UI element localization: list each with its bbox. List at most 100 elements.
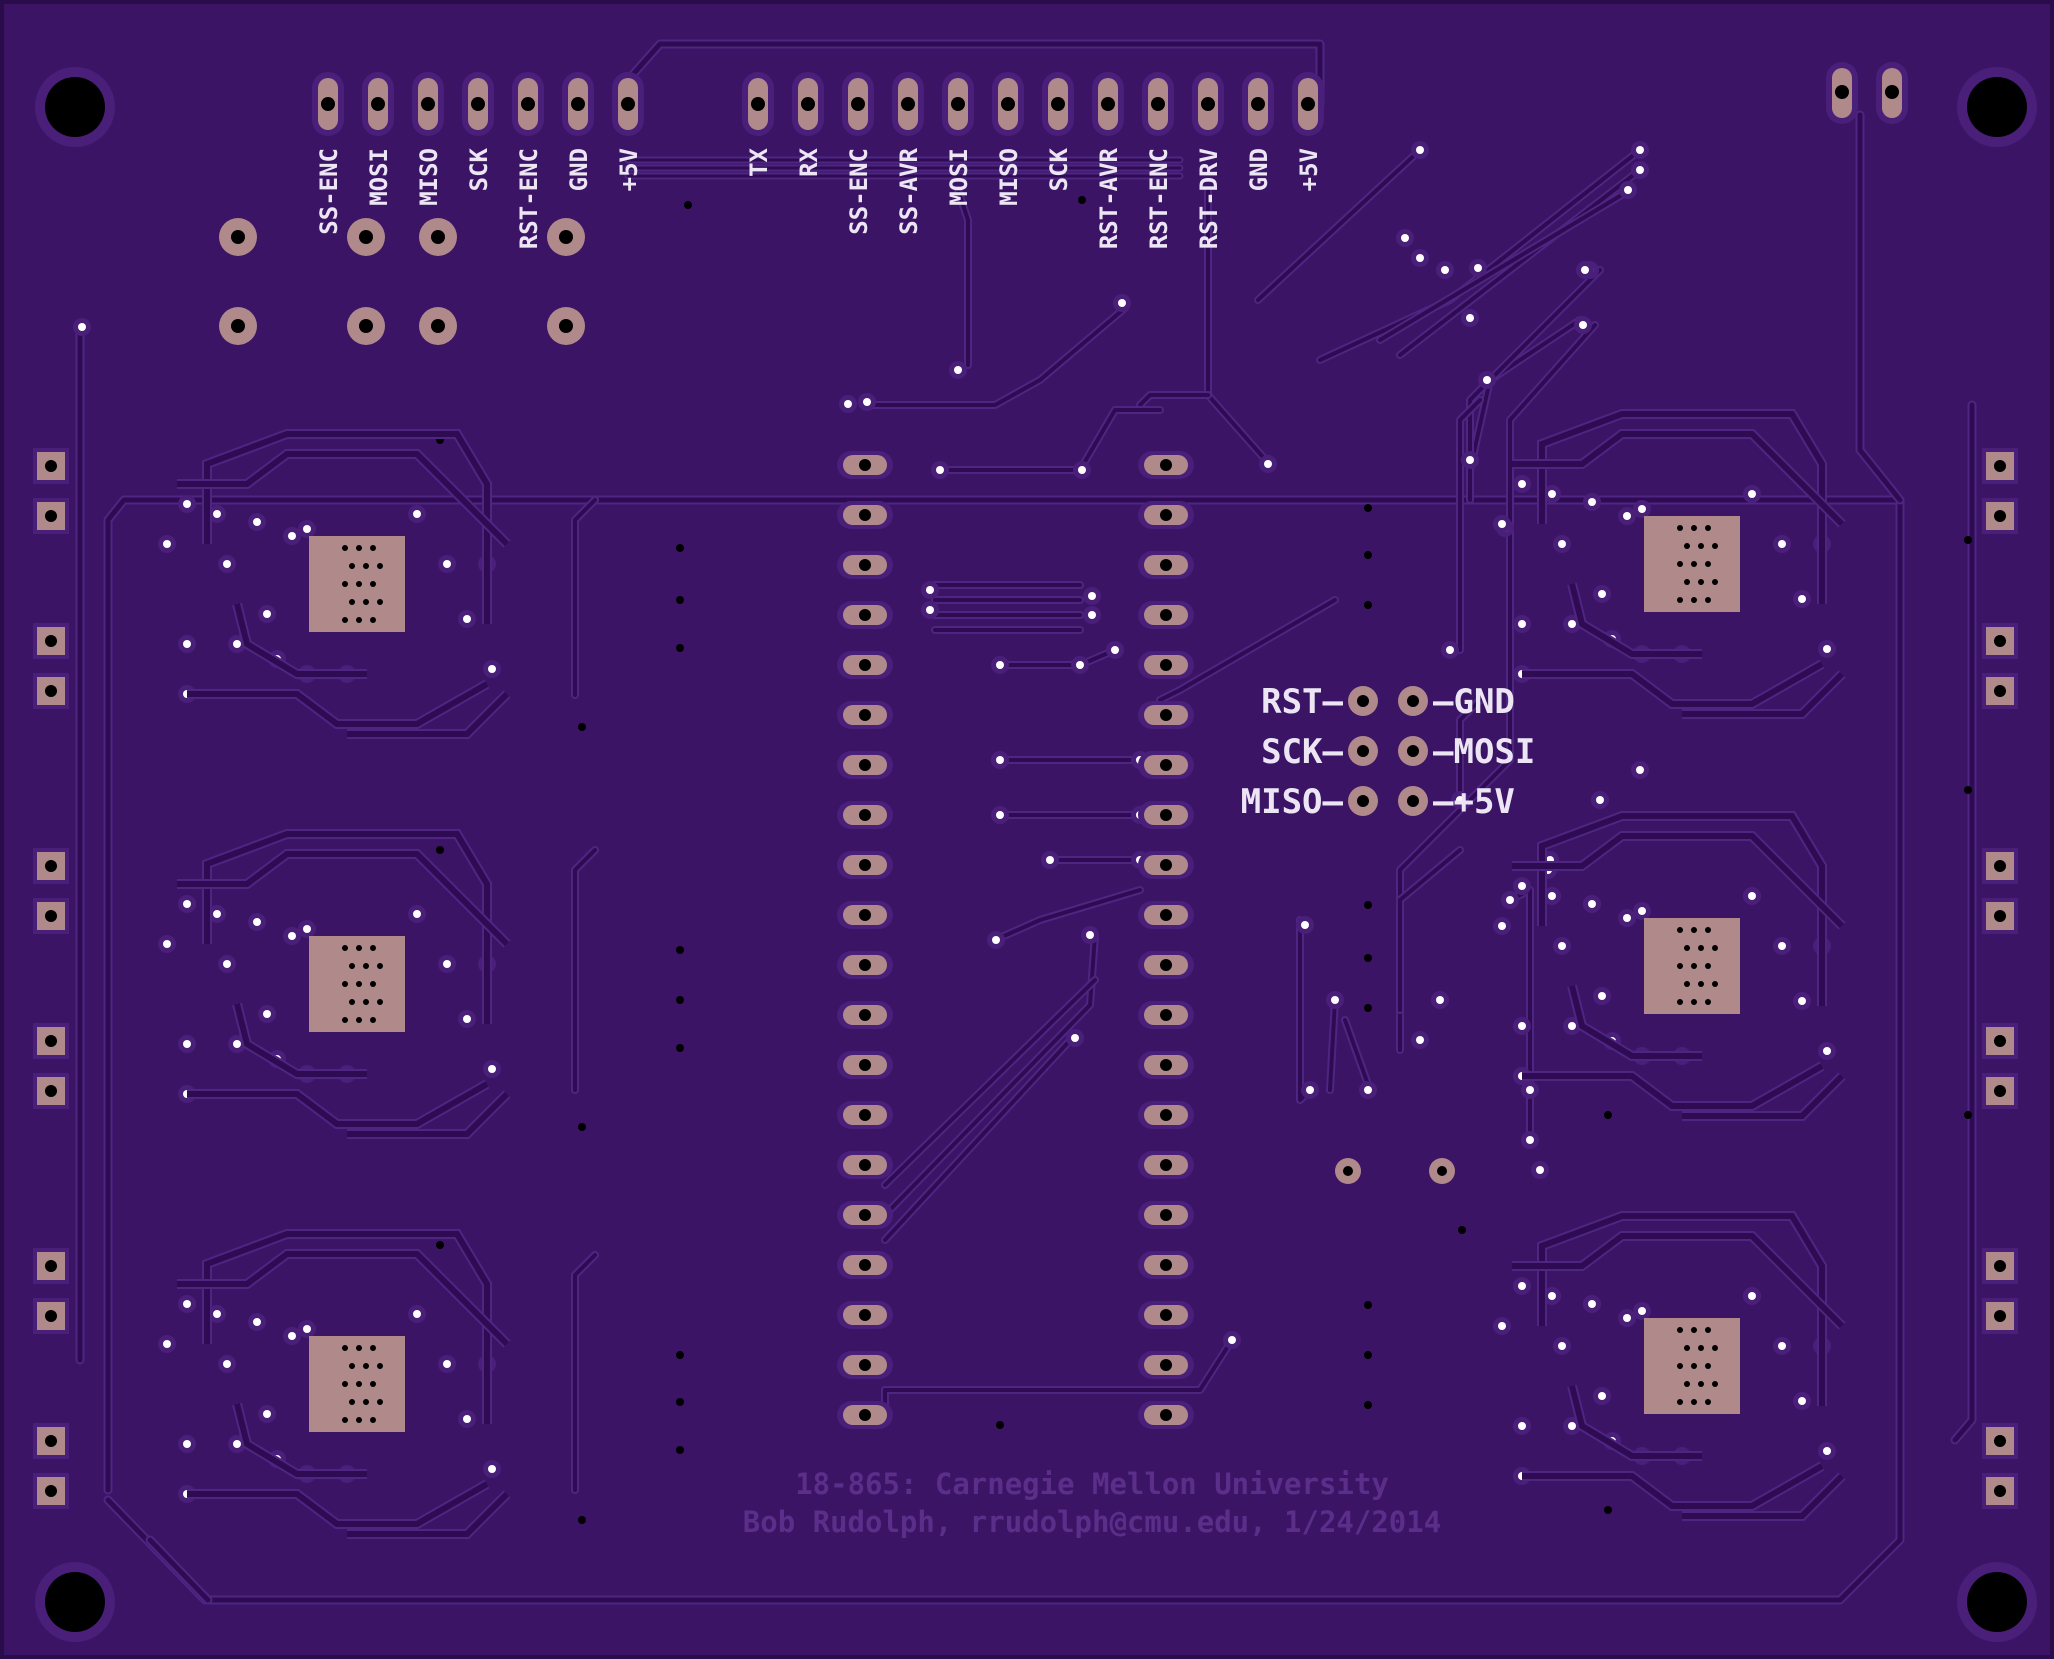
via-dot bbox=[1604, 1111, 1612, 1119]
motor-thermal-dot bbox=[1677, 927, 1683, 933]
via-drill bbox=[253, 918, 261, 926]
microcontroller-footprint bbox=[837, 451, 1194, 1429]
edge-pad-drill bbox=[45, 910, 57, 922]
motor-thermal-dot bbox=[1712, 945, 1718, 951]
via-drill bbox=[1331, 996, 1339, 1004]
edge-pad-drill bbox=[1994, 510, 2006, 522]
right-header-pin-9 bbox=[1142, 72, 1174, 136]
mcu-pin-drill bbox=[859, 959, 871, 971]
via-drill bbox=[183, 900, 191, 908]
via-drill bbox=[1748, 1292, 1756, 1300]
motor-trace bbox=[177, 851, 510, 947]
via-drill bbox=[213, 910, 221, 918]
motor-thermal-dot bbox=[356, 945, 362, 951]
edge-pad-drill bbox=[1994, 1035, 2006, 1047]
via-drill bbox=[1588, 1300, 1596, 1308]
via-drill bbox=[1518, 620, 1526, 628]
trace bbox=[1378, 188, 1632, 342]
edge-pad-drill bbox=[1994, 685, 2006, 697]
via-dot bbox=[1364, 1351, 1372, 1359]
isp-label-miso: MISO— bbox=[1241, 782, 1344, 822]
via-dot bbox=[1364, 954, 1372, 962]
trace bbox=[1398, 168, 1642, 357]
edge-pad-drill bbox=[1994, 635, 2006, 647]
motor-thermal-dot bbox=[363, 1399, 369, 1405]
via-drill bbox=[1436, 996, 1444, 1004]
via-dot bbox=[578, 723, 586, 731]
motor-thermal-dot bbox=[370, 1345, 376, 1351]
mounting-holes bbox=[35, 67, 2037, 1642]
motor-thermal-dot bbox=[1712, 1381, 1718, 1387]
via-dot bbox=[676, 596, 684, 604]
right-header-label-8: RST-AVR bbox=[1095, 147, 1123, 249]
via-drill bbox=[1798, 1397, 1806, 1405]
mcu-pin-drill bbox=[1160, 709, 1172, 721]
mcu-pin-drill bbox=[1160, 1409, 1172, 1421]
via-drill bbox=[1623, 914, 1631, 922]
edge-pad-drill bbox=[45, 1035, 57, 1047]
left-header-label-4: SCK bbox=[465, 147, 493, 191]
via-drill bbox=[954, 366, 962, 374]
motor-driver bbox=[177, 1229, 511, 1539]
motor-thermal-dot bbox=[349, 963, 355, 969]
motor-thermal-dot bbox=[349, 1399, 355, 1405]
via-dot bbox=[1364, 551, 1372, 559]
left-header-label-5: RST-ENC bbox=[515, 148, 543, 249]
edge-pad-drill bbox=[1994, 1485, 2006, 1497]
via-drill bbox=[1364, 1086, 1372, 1094]
via-drill bbox=[1636, 766, 1644, 774]
right-header-label-6: MISO bbox=[995, 148, 1023, 206]
edge-pad-drill bbox=[1994, 460, 2006, 472]
motor-trace bbox=[234, 603, 367, 677]
motor-trace bbox=[234, 1003, 367, 1077]
edge-pad-drill bbox=[45, 1310, 57, 1322]
via-drill bbox=[263, 1410, 271, 1418]
via-drill bbox=[1823, 1047, 1831, 1055]
mcu-pin-drill bbox=[1160, 1159, 1172, 1171]
via-drill bbox=[1086, 931, 1094, 939]
motor-trace bbox=[187, 1081, 489, 1127]
mcu-pin-drill bbox=[1160, 759, 1172, 771]
credit-line-2: Bob Rudolph, rrudolph@cmu.edu, 1/24/2014 bbox=[743, 1505, 1441, 1539]
motor-thermal-dot bbox=[1705, 525, 1711, 531]
motor-trace bbox=[204, 1231, 490, 1424]
motor-thermal-dot bbox=[1705, 999, 1711, 1005]
via-dot bbox=[1364, 1301, 1372, 1309]
jumper-holes-drill bbox=[231, 230, 573, 333]
motor-driver bbox=[1512, 409, 1846, 719]
motor-thermal-dot bbox=[1684, 945, 1690, 951]
via-drill bbox=[1636, 146, 1644, 154]
trace bbox=[956, 188, 970, 367]
via-drill bbox=[1778, 942, 1786, 950]
via-drill bbox=[992, 936, 1000, 944]
via-drill bbox=[78, 323, 86, 331]
via-drill bbox=[1306, 1086, 1314, 1094]
trace bbox=[1458, 398, 1482, 652]
edge-pad-drill bbox=[1994, 1310, 2006, 1322]
via-drill bbox=[1088, 611, 1096, 619]
trace bbox=[883, 978, 1097, 1187]
motor-trace bbox=[1569, 583, 1702, 657]
motor-thermal-dot bbox=[342, 581, 348, 587]
via-drill bbox=[163, 540, 171, 548]
motor-thermal-dot bbox=[1677, 999, 1683, 1005]
via-dot bbox=[676, 996, 684, 1004]
motor-trace bbox=[1682, 671, 1845, 717]
motor-thermal-dot bbox=[342, 1381, 348, 1387]
motor-thermal-dot bbox=[363, 599, 369, 605]
via-drill bbox=[163, 940, 171, 948]
motor-thermal-dot bbox=[349, 1363, 355, 1369]
right-header-label-2: RX bbox=[795, 147, 823, 176]
mcu-pin-drill bbox=[859, 1009, 871, 1021]
motor-trace bbox=[1539, 813, 1825, 1006]
via-drill bbox=[223, 960, 231, 968]
trace bbox=[993, 888, 1142, 942]
motor-thermal-dot bbox=[370, 1381, 376, 1387]
via-drill bbox=[1506, 896, 1514, 904]
via-drill bbox=[1778, 1342, 1786, 1350]
via-drill bbox=[1748, 892, 1756, 900]
right-header-label-10: RST-DRV bbox=[1195, 148, 1223, 249]
motor-thermal-dot bbox=[1705, 597, 1711, 603]
edge-pad-drill bbox=[1994, 860, 2006, 872]
motor-thermal-dot bbox=[377, 1399, 383, 1405]
